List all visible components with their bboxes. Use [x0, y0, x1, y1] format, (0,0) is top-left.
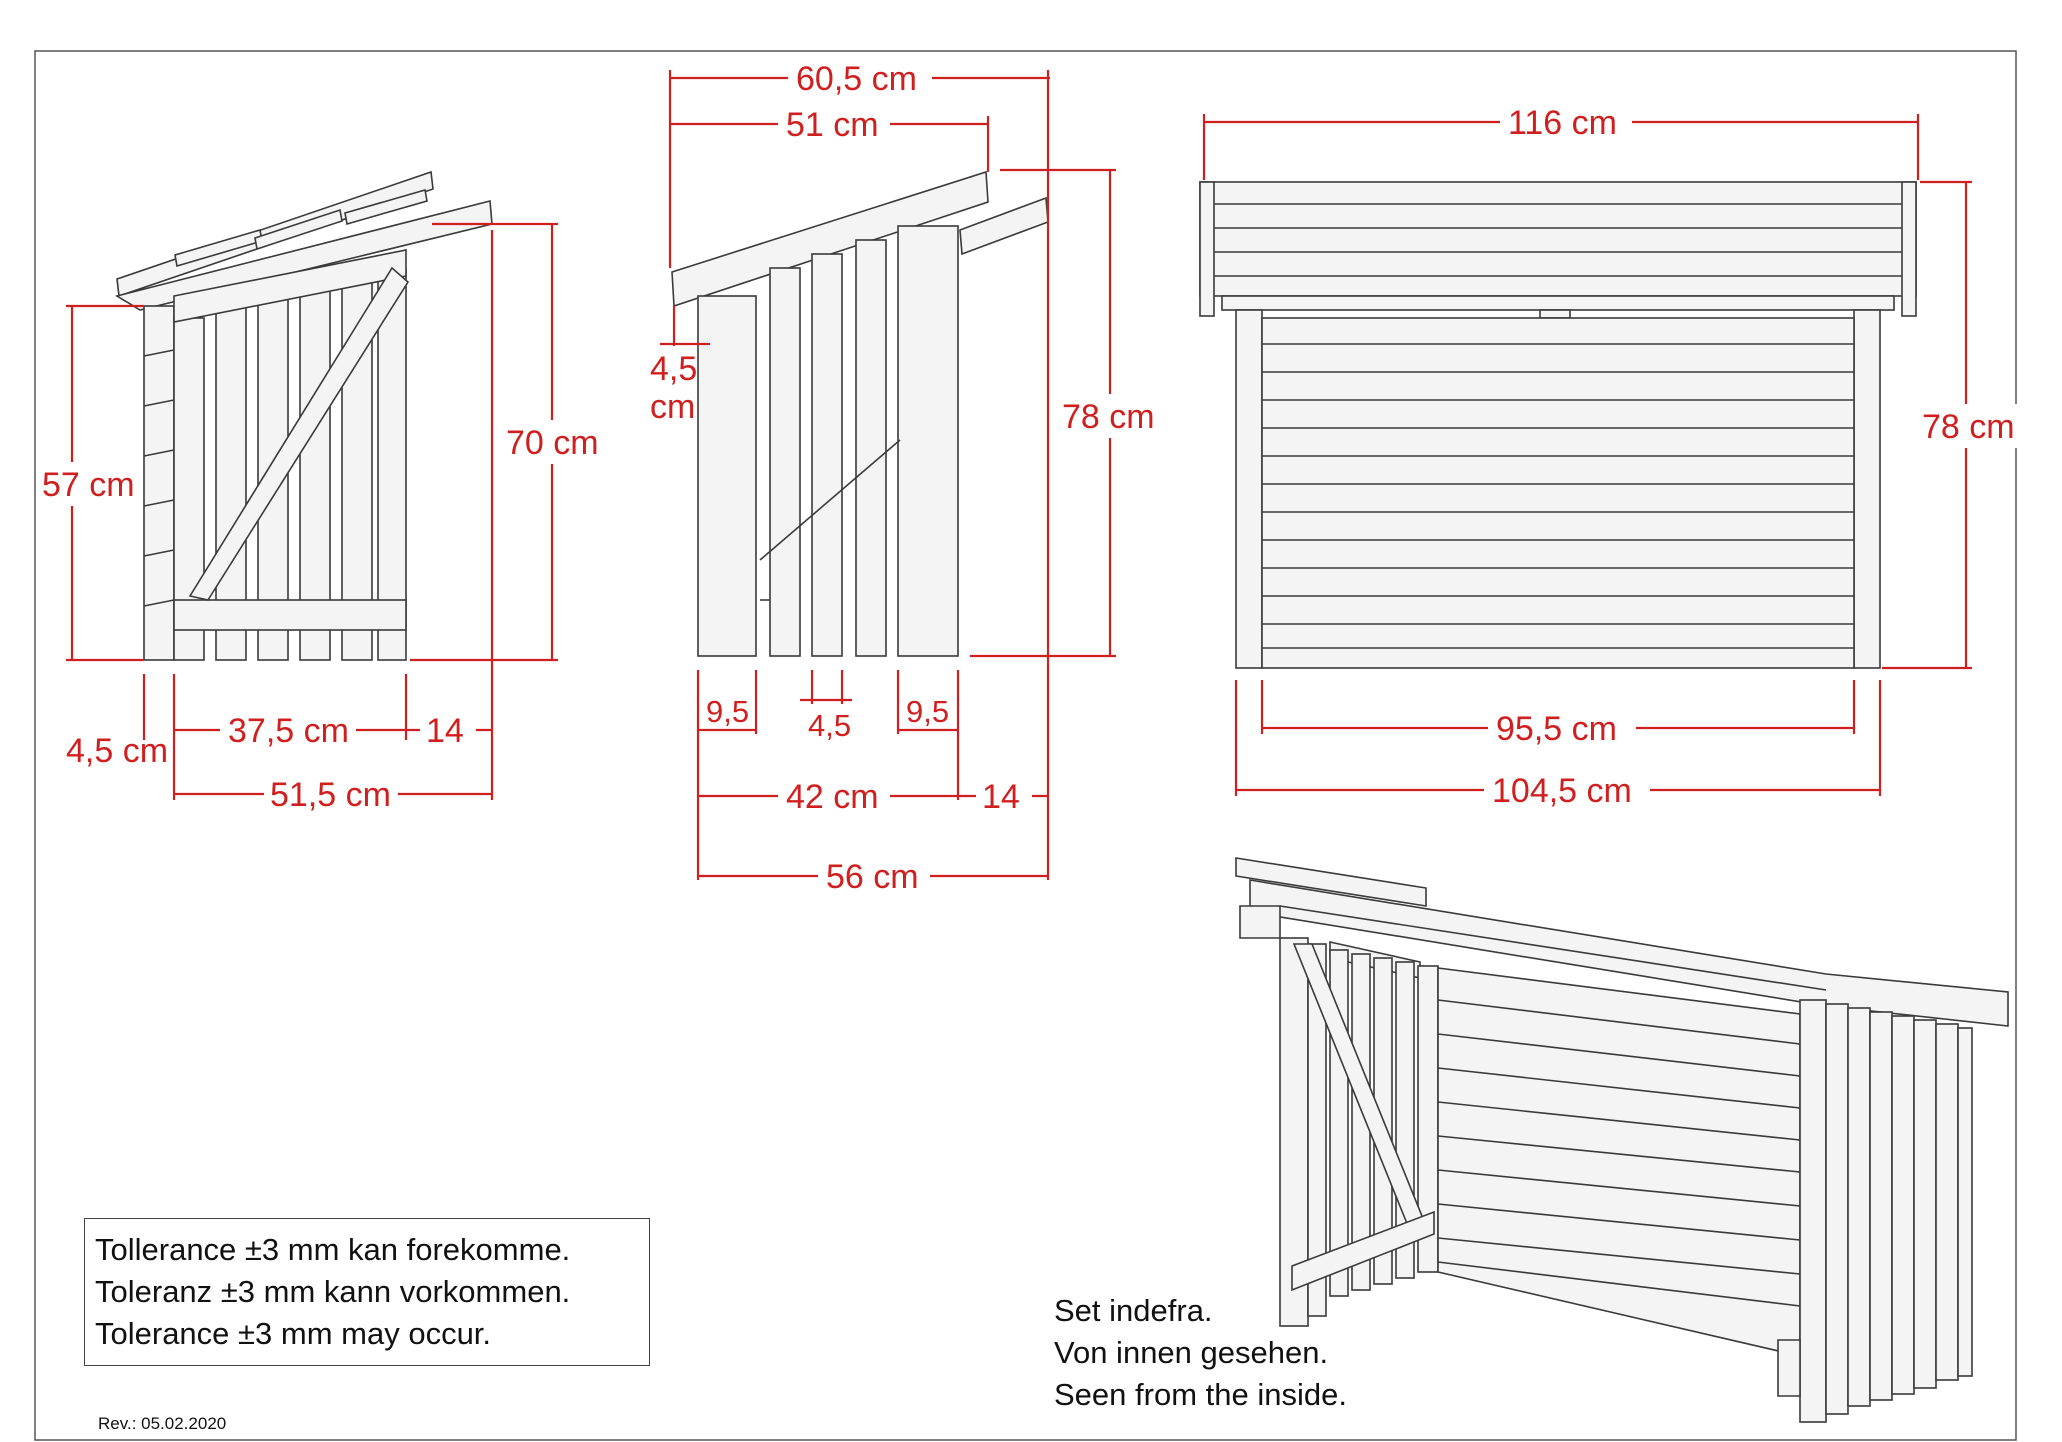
dim-front-outer-width: 104,5 cm [1492, 772, 1632, 810]
inside-caption-da: Set indefra. [1054, 1293, 1213, 1328]
tolerance-note-box: Tollerance ±3 mm kan forekomme. Toleranz… [84, 1218, 650, 1366]
dim-side-total-depth: 51,5 cm [270, 776, 391, 814]
end-view: 60,5 cm 51 cm 4,5 cm 78 cm 9,5 4,5 9,5 4… [650, 56, 1170, 898]
tolerance-note-da: Tollerance ±3 mm kan forekomme. [95, 1232, 571, 1267]
dim-end-gap: 4,5 [808, 708, 851, 743]
front-view: 116 cm 78 cm 95,5 cm 104,5 cm [1199, 100, 2026, 812]
tolerance-note-de: Toleranz ±3 mm kann vorkommen. [95, 1274, 571, 1309]
revision-label: Rev.: 05.02.2020 [98, 1414, 227, 1433]
side-view: 57 cm 70 cm 37,5 cm 14 4,5 cm 51,5 cm [36, 170, 608, 816]
dim-end-roof-inner: 51 cm [786, 106, 879, 144]
dim-side-overhang: 14 [426, 712, 464, 750]
dim-side-inner-depth: 37,5 cm [228, 712, 349, 750]
tolerance-note-en: Tolerance ±3 mm may occur. [95, 1316, 492, 1351]
dim-end-roof-thickness-value: 4,5 [650, 350, 697, 388]
dim-end-roof-depth: 60,5 cm [796, 60, 917, 98]
dim-end-board-left: 9,5 [706, 694, 749, 729]
dim-front-height: 78 cm [1922, 408, 2015, 446]
dim-end-board-right: 9,5 [906, 694, 949, 729]
dim-end-height: 78 cm [1062, 398, 1155, 436]
inside-view-caption: Set indefra. Von innen gesehen. Seen fro… [1054, 1290, 1347, 1416]
inside-caption-en: Seen from the inside. [1054, 1377, 1347, 1412]
dim-front-roof-width: 116 cm [1508, 104, 1617, 142]
perspective-view [1235, 857, 2009, 1423]
drawing-frame [34, 50, 2017, 1441]
dim-side-height-front: 57 cm [42, 466, 135, 504]
dim-end-roof-thickness-unit: cm [650, 388, 695, 426]
dim-end-overhang: 14 [982, 778, 1020, 816]
inside-caption-de: Von innen gesehen. [1054, 1335, 1329, 1370]
dim-front-inner-width: 95,5 cm [1496, 710, 1617, 748]
dim-end-inner-width: 42 cm [786, 778, 879, 816]
dim-side-post-depth: 4,5 cm [66, 732, 168, 770]
dim-side-height-back: 70 cm [506, 424, 599, 462]
dim-end-total-depth: 56 cm [826, 858, 919, 896]
